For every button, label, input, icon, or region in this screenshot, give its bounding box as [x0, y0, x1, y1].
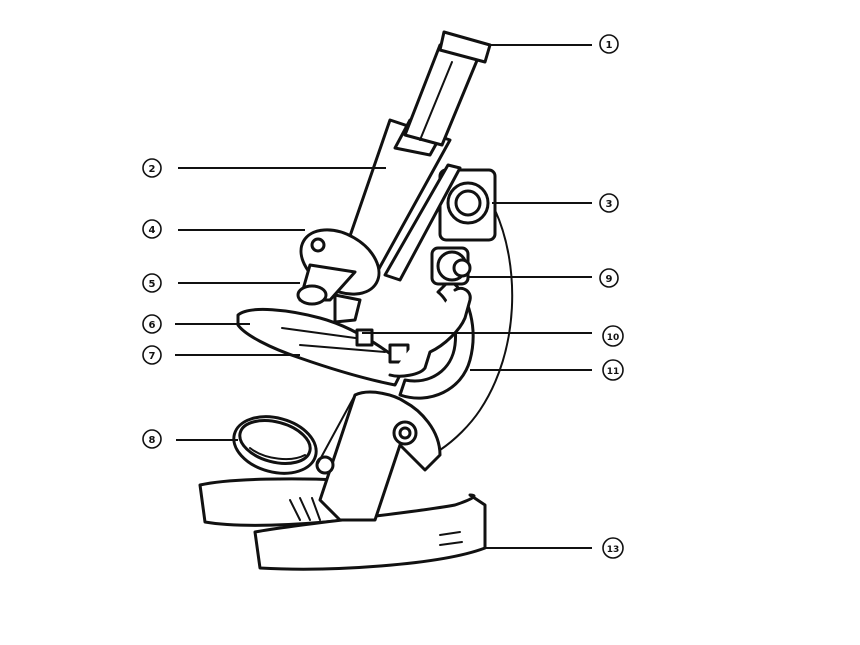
marker-6: 6 [142, 314, 162, 334]
fine-focus-knob-drawing [430, 246, 472, 286]
marker-3: 3 [599, 193, 619, 213]
marker-7-text: 7 [149, 351, 156, 362]
marker-4: 4 [142, 219, 162, 239]
marker-6-text: 6 [149, 320, 156, 331]
marker-3-text: 3 [606, 199, 613, 210]
marker-2-text: 2 [149, 164, 156, 175]
marker-5-text: 5 [149, 279, 156, 290]
marker-10: 10 [602, 325, 624, 347]
marker-8-text: 8 [149, 435, 156, 446]
marker-5: 5 [142, 273, 162, 293]
marker-11: 11 [602, 359, 624, 381]
leader-lines [175, 44, 592, 549]
marker-7: 7 [142, 345, 162, 365]
nosepiece-drawing [296, 228, 381, 324]
marker-4-text: 4 [149, 225, 156, 236]
marker-11-text: 11 [607, 367, 620, 377]
marker-10-text: 10 [607, 333, 620, 343]
marker-8: 8 [142, 429, 162, 449]
marker-13: 13 [602, 537, 624, 559]
pillar [318, 390, 442, 522]
marker-2: 2 [142, 158, 162, 178]
mirror-drawing [232, 394, 356, 475]
marker-1-text: 1 [606, 40, 613, 51]
marker-9-text: 9 [606, 274, 613, 285]
lens-tube-drawing [338, 30, 492, 287]
marker-9: 9 [599, 268, 619, 288]
marker-1: 1 [599, 34, 619, 54]
marker-13-text: 13 [607, 545, 620, 555]
microscope-base [198, 477, 487, 571]
